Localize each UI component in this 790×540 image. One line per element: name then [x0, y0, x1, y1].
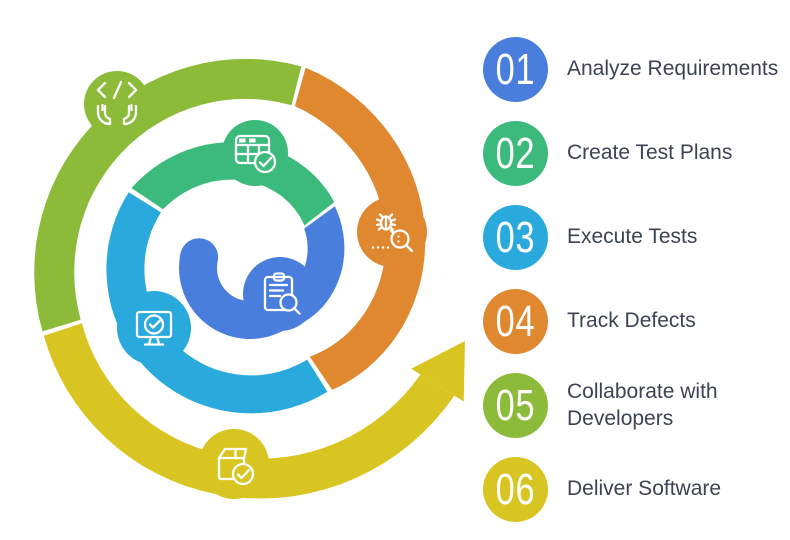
code-hands-icon [84, 71, 150, 137]
spiral-segment-deliver-software [43, 323, 455, 499]
step-number-badge: 06 [483, 457, 548, 522]
step-list: 01 Analyze Requirements 02 Create Test P… [483, 37, 782, 522]
step-item-4: 04 Track Defects [483, 289, 782, 354]
step-label: Create Test Plans [567, 141, 733, 165]
step-label: Execute Tests [567, 225, 698, 249]
flow-arrowhead [411, 341, 465, 402]
step-number-badge: 03 [483, 205, 548, 270]
step-number-badge: 04 [483, 289, 548, 354]
step-label: Collaborate with Developers [567, 380, 718, 430]
icon-bubble [84, 71, 150, 137]
step-number-badge: 01 [483, 37, 548, 102]
step-item-2: 02 Create Test Plans [483, 121, 782, 186]
icon-bubble [243, 257, 317, 331]
package-check-icon [199, 429, 269, 499]
monitor-check-icon [117, 291, 191, 365]
step-number-badge: 02 [483, 121, 548, 186]
step-item-1: 01 Analyze Requirements [483, 37, 782, 102]
step-item-3: 03 Execute Tests [483, 205, 782, 270]
step-number-badge: 05 [483, 373, 548, 438]
step-label: Track Defects [567, 309, 696, 333]
step-item-5: 05 Collaborate with Developers [483, 373, 782, 438]
table-check-icon [222, 120, 288, 186]
bug-search-icon [357, 197, 427, 267]
spiral-segment-track-defects [294, 67, 426, 390]
icon-bubble [199, 429, 269, 499]
spiral-flow-graphic [34, 58, 465, 499]
clipboard-search-icon [243, 257, 317, 331]
step-item-6: 06 Deliver Software [483, 457, 782, 522]
spiral-start-cap [180, 238, 219, 277]
step-label: Analyze Requirements [567, 57, 779, 81]
step-label: Deliver Software [567, 477, 722, 501]
